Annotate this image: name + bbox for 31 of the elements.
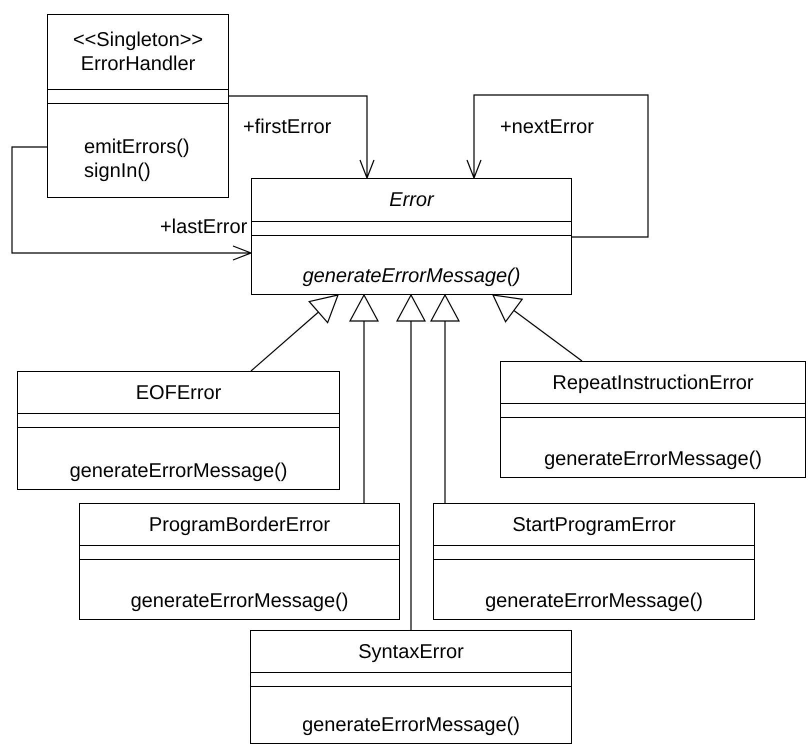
class-box	[500, 361, 806, 478]
stereotype-label: <<Singleton>>	[72, 28, 204, 52]
class-name: ErrorHandler	[80, 52, 196, 76]
method-name: generateErrorMessage()	[544, 447, 762, 471]
generalization-arrow	[430, 294, 460, 503]
class-name: ProgramBorderError	[148, 512, 330, 536]
class-name: SyntaxError	[358, 640, 464, 664]
association-arrow	[11, 146, 252, 261]
association-arrow	[229, 95, 375, 179]
class-name: RepeatInstructionError	[552, 370, 754, 394]
method-name: signIn()	[84, 159, 151, 183]
association-arrow	[466, 94, 649, 238]
class-box	[251, 178, 572, 295]
generalization-arrow	[349, 294, 379, 503]
method-name: generateErrorMessage()	[70, 459, 288, 483]
method-name: generateErrorMessage()	[302, 264, 520, 288]
generalization-arrow	[396, 294, 426, 630]
class-box	[79, 503, 400, 620]
class-box	[17, 371, 340, 490]
method-name: generateErrorMessage()	[485, 589, 703, 613]
method-name: generateErrorMessage()	[130, 589, 348, 613]
method-name: generateErrorMessage()	[302, 713, 520, 737]
class-name: EOFError	[136, 380, 222, 404]
generalization-arrow	[492, 294, 582, 362]
class-box	[47, 14, 229, 198]
class-name: StartProgramError	[512, 512, 676, 536]
method-name: emitErrors()	[84, 135, 190, 159]
generalization-arrow	[250, 294, 339, 372]
class-box	[433, 503, 755, 620]
class-name: Error	[389, 188, 434, 212]
class-box	[250, 630, 572, 744]
